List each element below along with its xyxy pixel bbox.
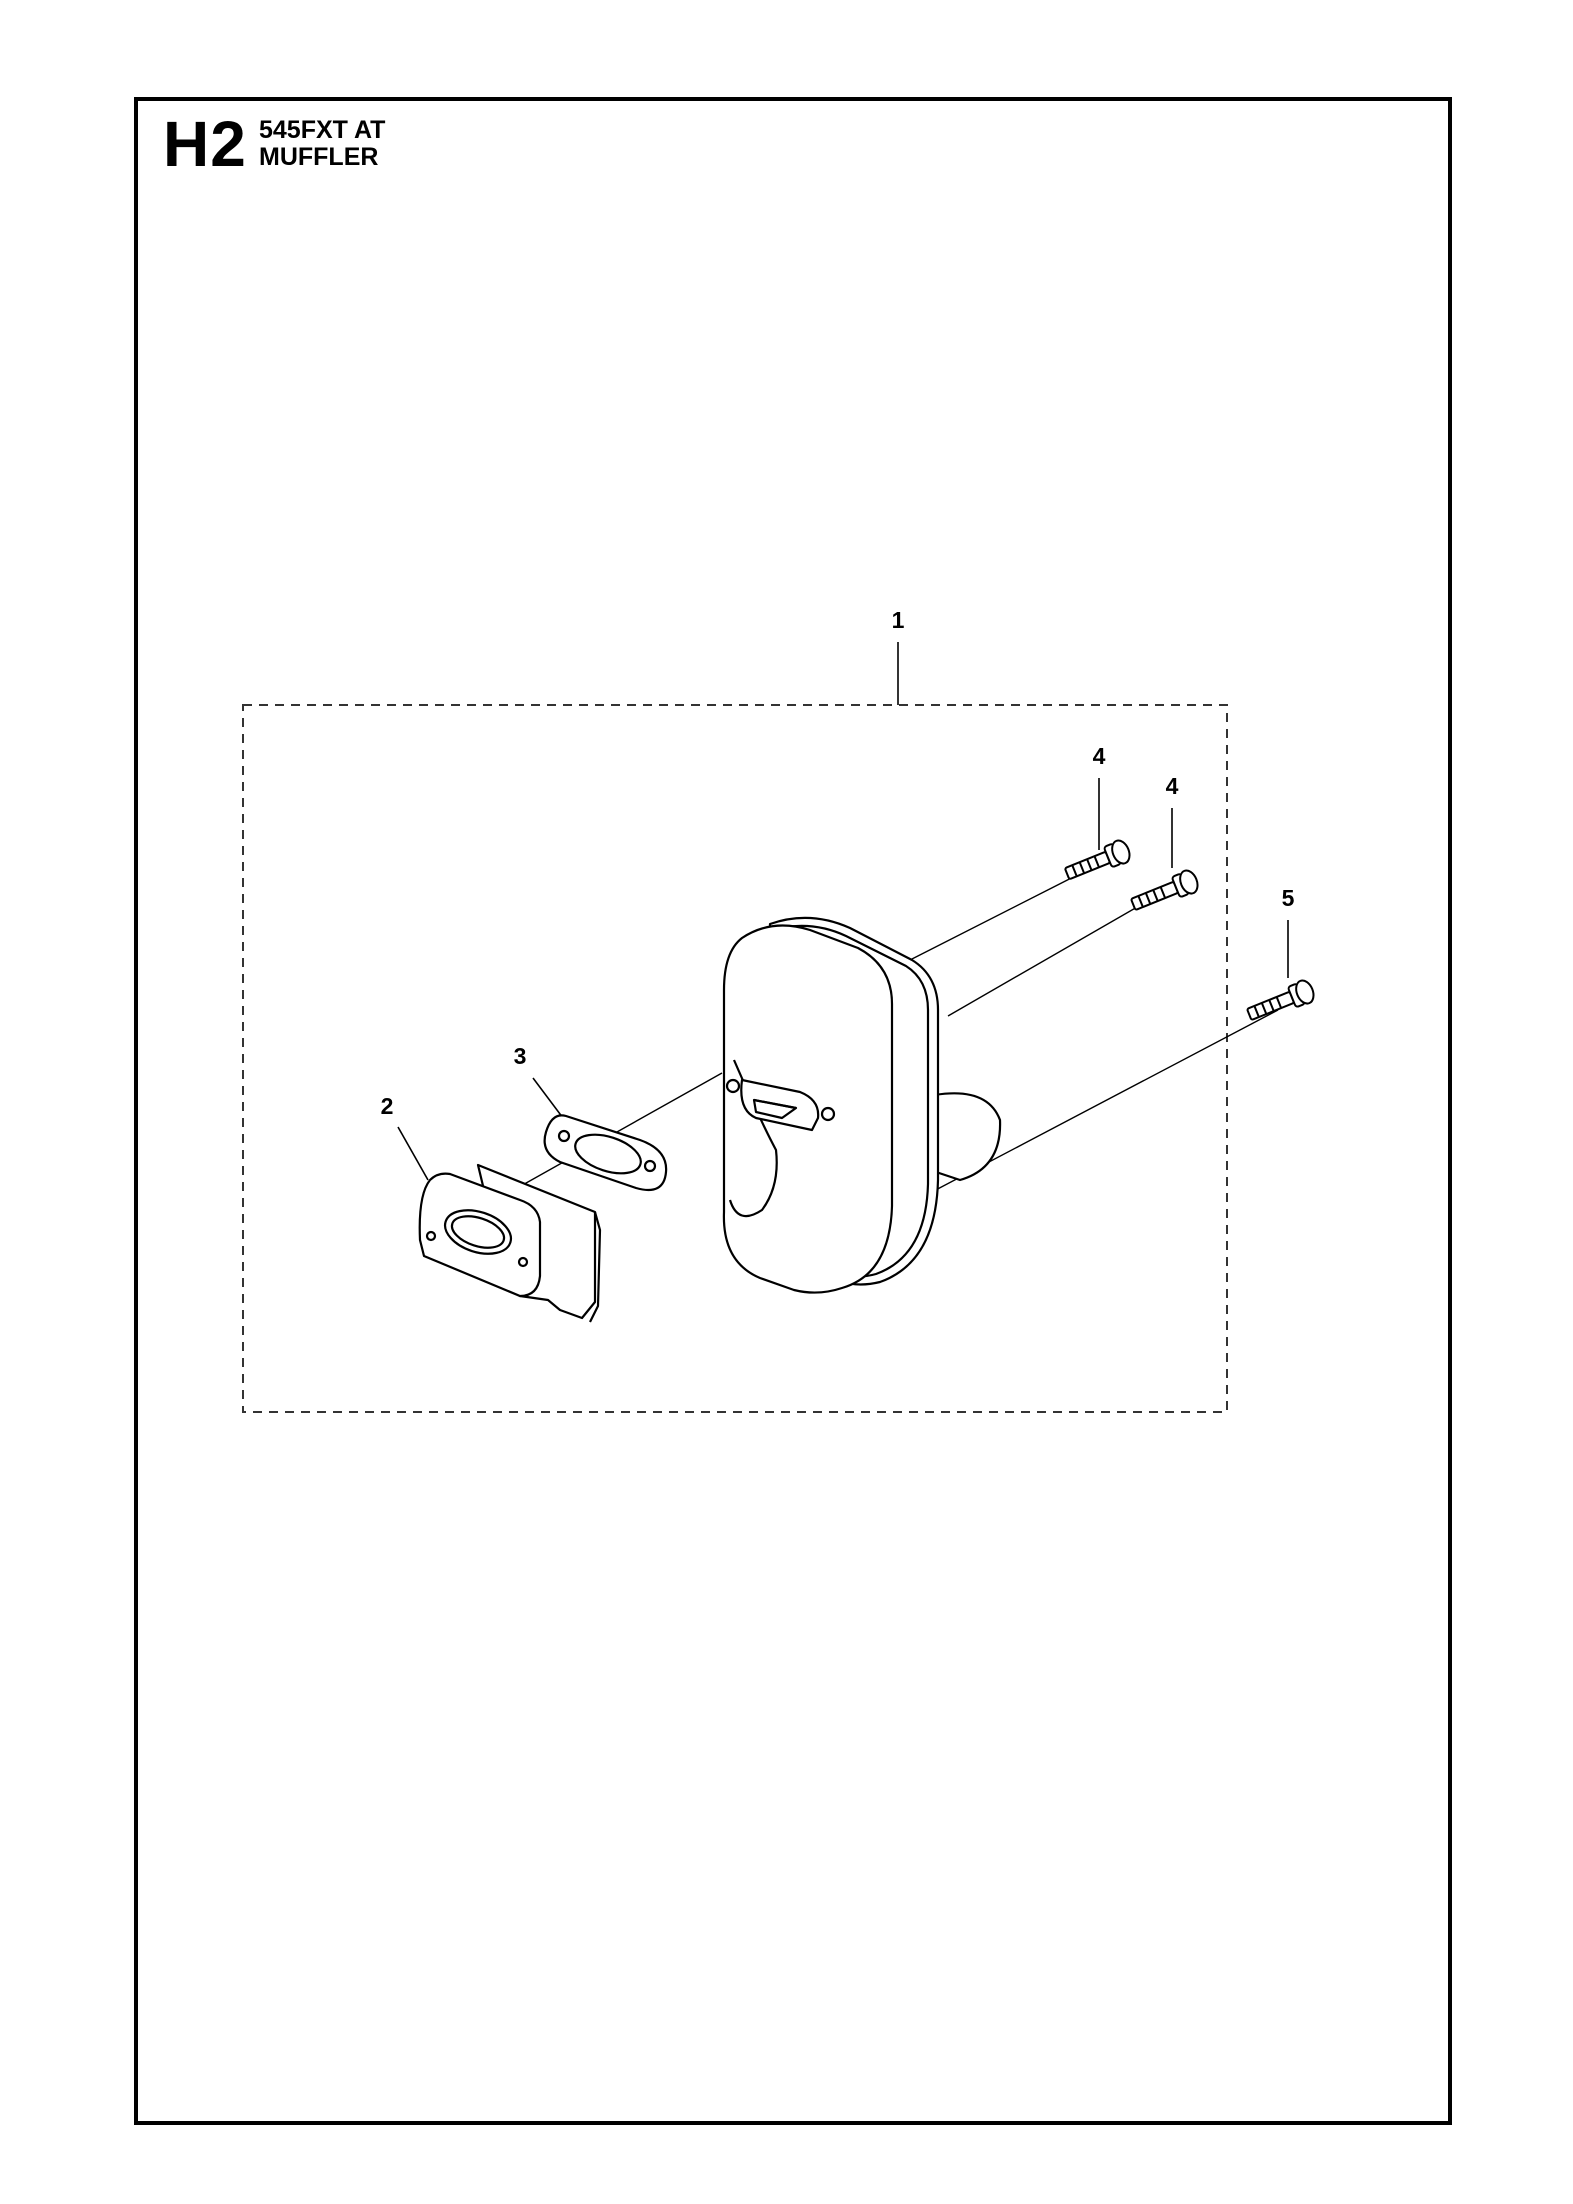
- callout-4b: 4: [1166, 773, 1179, 799]
- page-frame: [134, 97, 1452, 2125]
- callout-1: 1: [892, 607, 905, 633]
- heat-shield: [418, 1163, 602, 1323]
- screw-top: [1064, 839, 1131, 880]
- muffler-body: [722, 916, 1002, 1294]
- leader-lines: [397, 642, 1289, 1181]
- section-code: H2: [163, 108, 247, 180]
- screw-bottom: [1246, 979, 1315, 1021]
- callout-3: 3: [514, 1043, 527, 1069]
- part-group-title: MUFFLER: [259, 143, 379, 171]
- screw-middle: [1130, 869, 1199, 911]
- callout-4a: 4: [1093, 743, 1106, 769]
- model-name: 545FXT AT: [259, 116, 386, 144]
- callout-5: 5: [1282, 885, 1295, 911]
- callout-2: 2: [381, 1093, 394, 1119]
- kit-boundary: [242, 704, 1228, 1413]
- gasket: [543, 1114, 668, 1192]
